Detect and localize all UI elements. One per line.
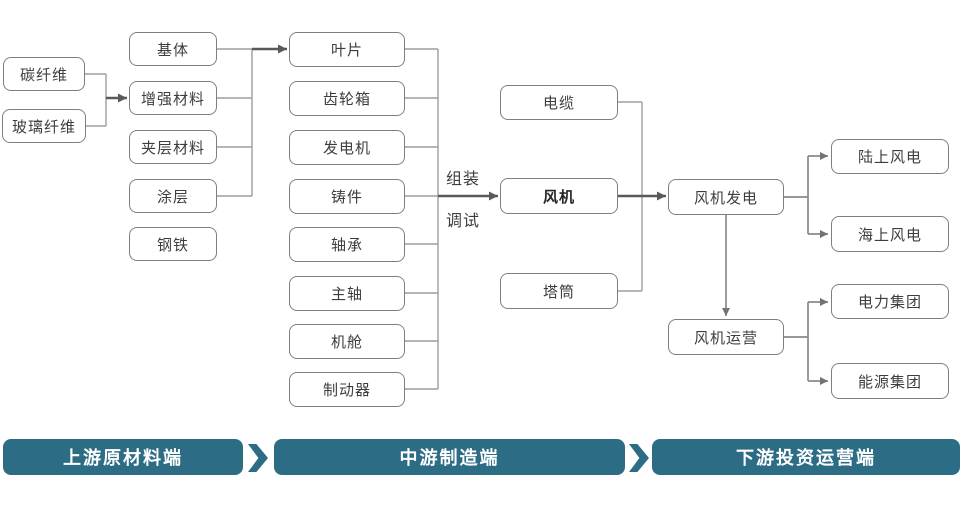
node-wind-turbine: 风机 [500, 178, 618, 214]
node-cable: 电缆 [500, 85, 618, 120]
node-generator: 发电机 [289, 130, 405, 165]
debug-label: 调试 [446, 213, 481, 230]
connector-generation-branches [784, 152, 828, 238]
node-casting: 铸件 [289, 179, 405, 214]
node-onshore-wind: 陆上风电 [831, 139, 949, 174]
banner-downstream: 下游投资运营端 [652, 439, 960, 475]
banner-midstream: 中游制造端 [274, 439, 625, 475]
node-brake: 制动器 [289, 372, 405, 407]
connector-materials-to-blade [217, 44, 287, 197]
chevron-right-icon [629, 444, 649, 472]
connector-cable-tower-bracket [618, 101, 643, 292]
node-sandwich-material: 夹层材料 [129, 130, 217, 164]
node-power-group: 电力集团 [831, 284, 949, 319]
node-operation: 风机运营 [668, 319, 784, 355]
node-reinforcement: 增强材料 [129, 81, 217, 115]
node-nacelle: 机舱 [289, 324, 405, 359]
chevron-right-icon [248, 444, 268, 472]
node-tower: 塔筒 [500, 273, 618, 309]
banner-upstream: 上游原材料端 [3, 439, 243, 475]
node-carbon-fiber: 碳纤维 [3, 57, 85, 91]
assembly-label: 组装 [446, 171, 481, 188]
node-glass-fiber: 玻璃纤维 [2, 109, 86, 143]
node-energy-group: 能源集团 [831, 363, 949, 399]
node-coating: 涂层 [129, 179, 217, 213]
node-main-shaft: 主轴 [289, 276, 405, 311]
node-blade: 叶片 [289, 32, 405, 67]
node-offshore-wind: 海上风电 [831, 216, 949, 252]
node-steel: 钢铁 [129, 227, 217, 261]
node-power-generation: 风机发电 [668, 179, 784, 215]
connector-operation-branches [784, 298, 828, 385]
node-matrix: 基体 [129, 32, 217, 66]
connector-fibers-to-reinforcement [85, 73, 127, 127]
node-gearbox: 齿轮箱 [289, 81, 405, 116]
node-bearing: 轴承 [289, 227, 405, 262]
